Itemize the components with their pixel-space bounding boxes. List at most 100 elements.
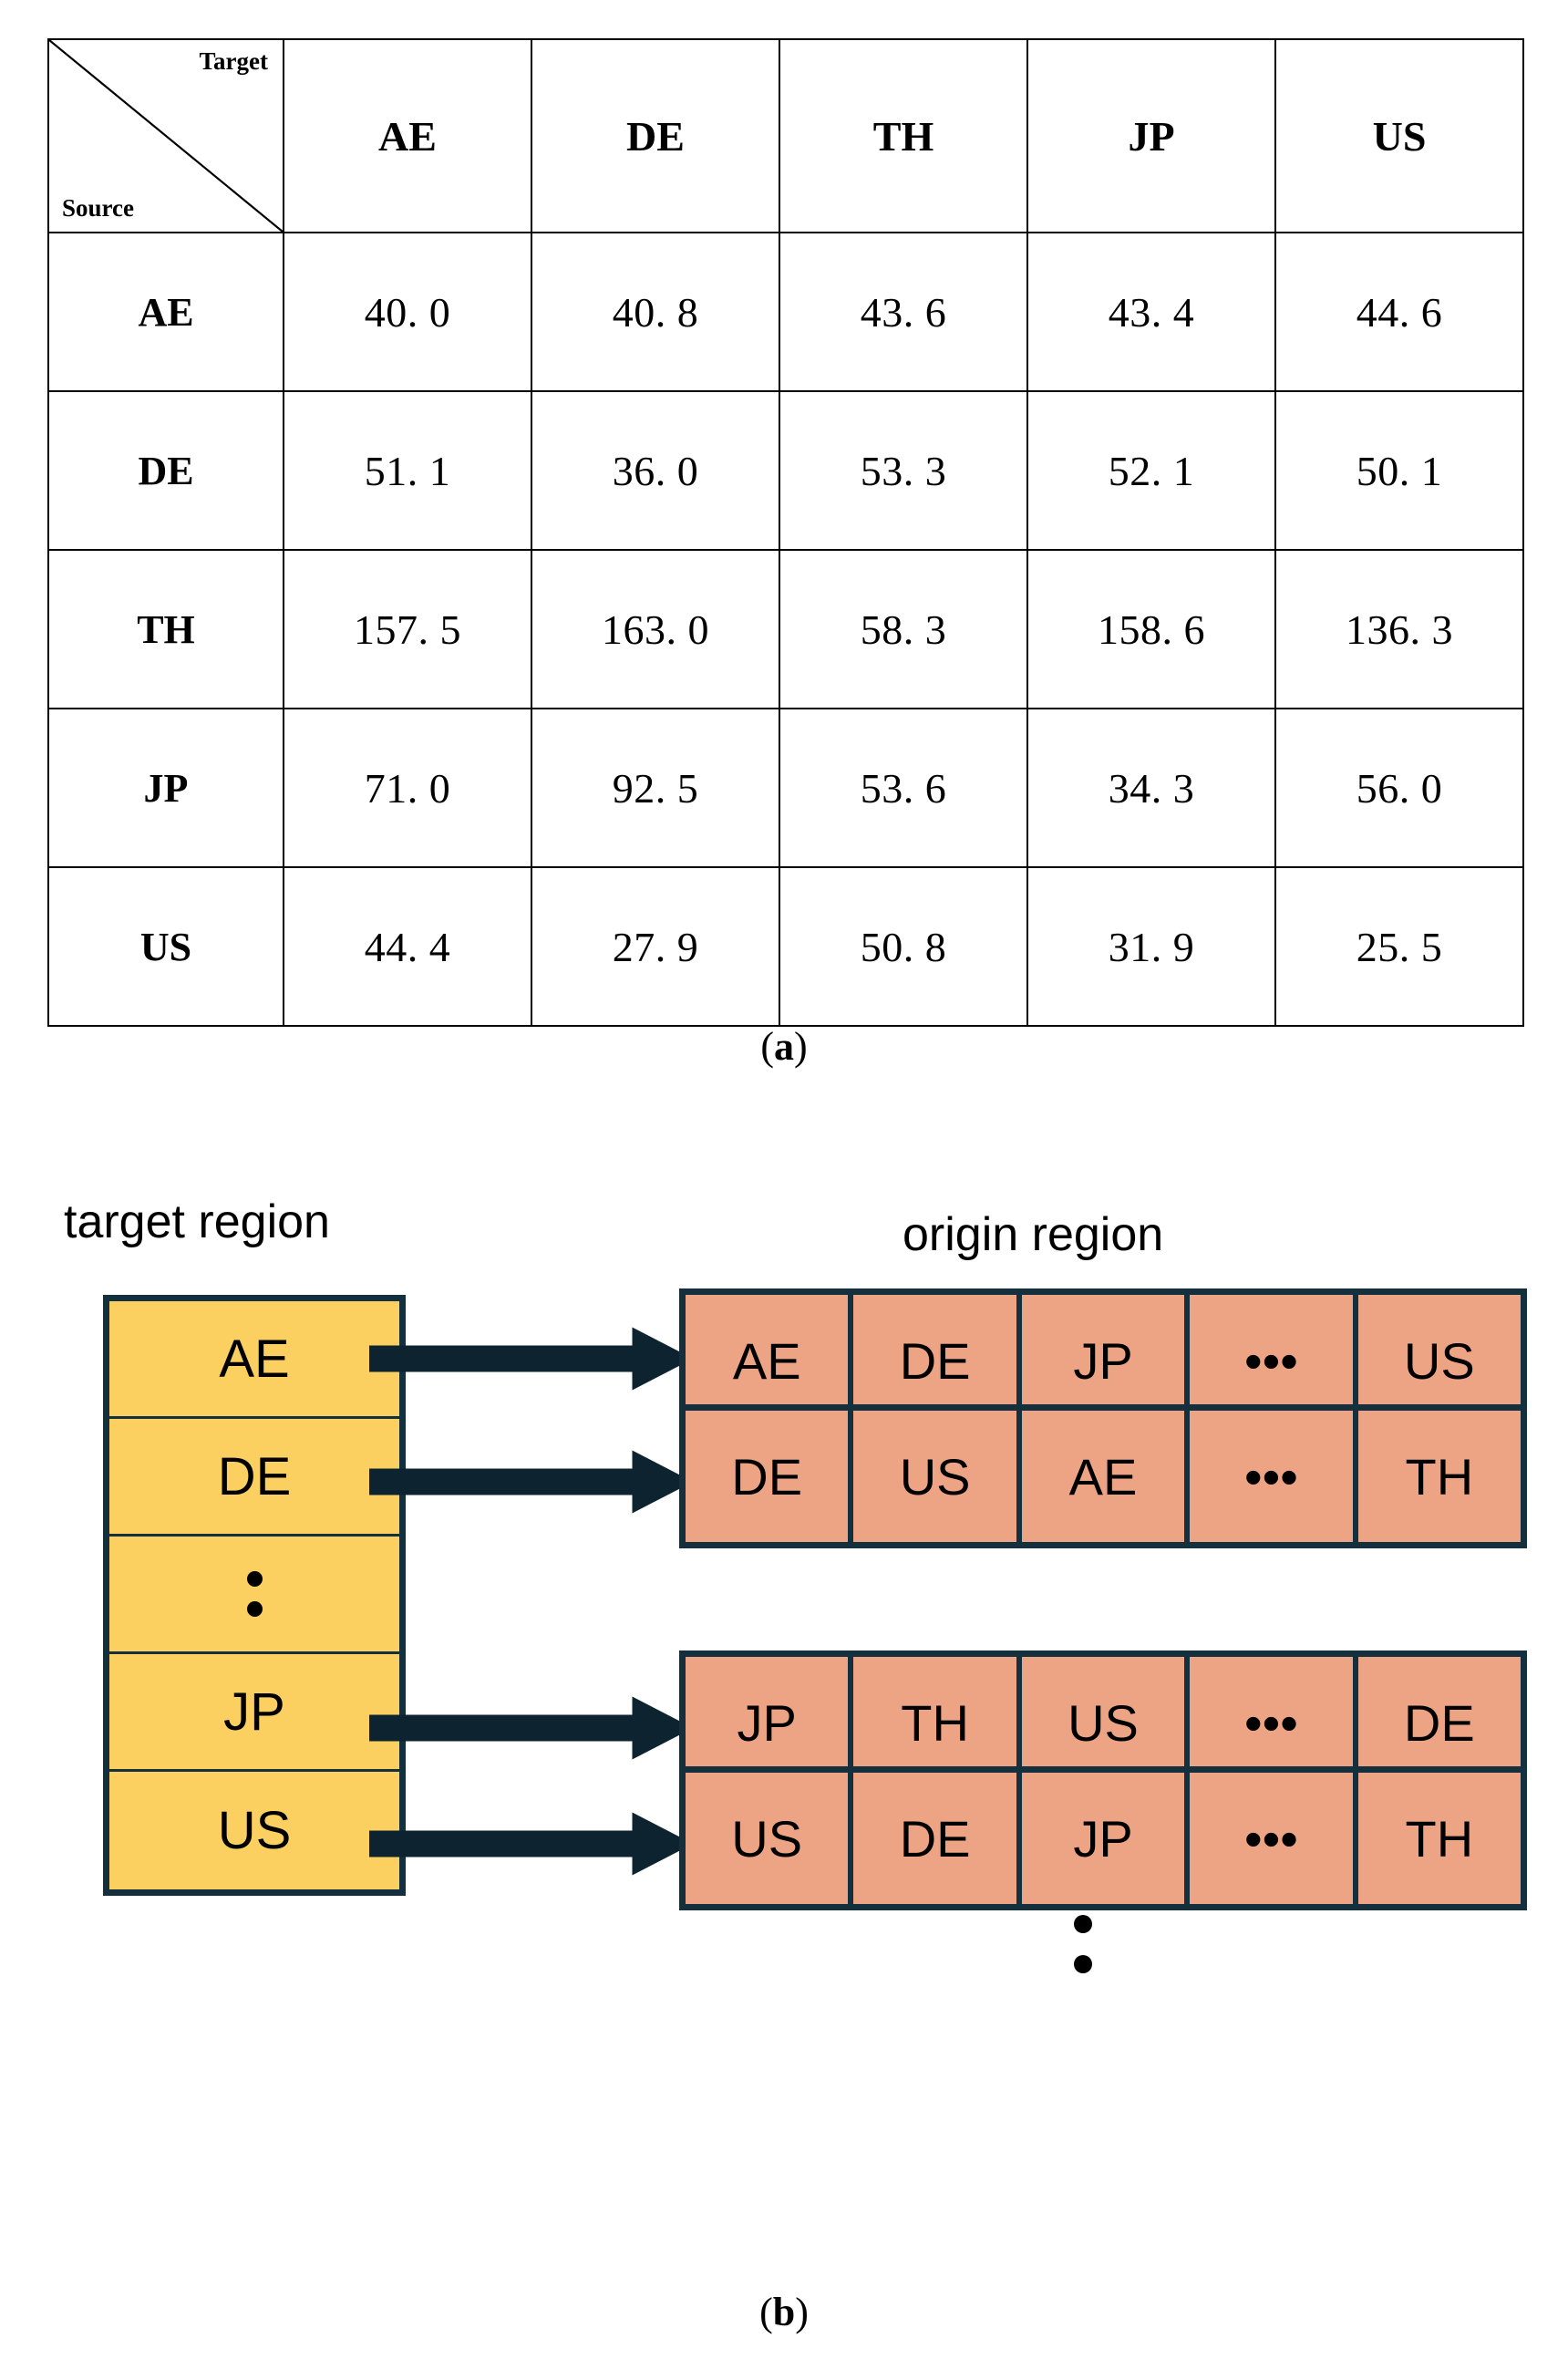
target-cell-us[interactable]: US bbox=[109, 1772, 399, 1889]
target-cell-de[interactable]: DE bbox=[109, 1419, 399, 1537]
row-header-ae: AE bbox=[47, 232, 284, 392]
ellipsis-dot-icon bbox=[246, 1571, 263, 1587]
column-header-us: US bbox=[1274, 38, 1524, 233]
cell-de-th: 53. 3 bbox=[779, 390, 1028, 551]
column-header-jp: JP bbox=[1026, 38, 1276, 233]
cell-de-us: 50. 1 bbox=[1274, 390, 1524, 551]
origin-cell-label: US bbox=[1403, 1331, 1475, 1390]
corner-header-cell: Target Source bbox=[47, 38, 284, 233]
row-header-us: US bbox=[47, 866, 284, 1027]
cell-jp-jp: 34. 3 bbox=[1026, 708, 1276, 868]
panel-b-caption: (b) bbox=[0, 2289, 1568, 2335]
cell-ae-de: 40. 8 bbox=[531, 232, 780, 392]
table-row: AE 40. 0 40. 8 43. 6 43. 4 44. 6 bbox=[47, 232, 1524, 392]
cell-th-de: 163. 0 bbox=[531, 549, 780, 709]
target-region-column: AE DE JP US bbox=[103, 1295, 406, 1896]
origin-cell-label: ••• bbox=[1244, 1331, 1298, 1390]
origin-cell[interactable]: JP bbox=[1021, 1773, 1191, 1904]
origin-cell-label: DE bbox=[731, 1447, 803, 1506]
target-cell-de-label: DE bbox=[217, 1446, 292, 1506]
column-header-ae: AE bbox=[283, 38, 532, 233]
origin-cell[interactable]: TH bbox=[1357, 1773, 1522, 1904]
ellipsis-dot-icon bbox=[1074, 1955, 1092, 1973]
cell-us-jp: 31. 9 bbox=[1026, 866, 1276, 1027]
target-cell-ae[interactable]: AE bbox=[109, 1301, 399, 1419]
caption-a-paren-close: ) bbox=[794, 1024, 808, 1069]
origin-cell[interactable]: US bbox=[853, 1411, 1022, 1542]
cell-jp-de: 92. 5 bbox=[531, 708, 780, 868]
row-header-th: TH bbox=[47, 549, 284, 709]
cell-jp-us: 56. 0 bbox=[1274, 708, 1524, 868]
ellipsis-dot-icon bbox=[246, 1601, 263, 1617]
origin-cell[interactable]: DE bbox=[853, 1773, 1022, 1904]
table-row: US 44. 4 27. 9 50. 8 31. 9 25. 5 bbox=[47, 866, 1524, 1027]
target-cell-jp-label: JP bbox=[223, 1682, 285, 1742]
panel-a-caption: (a) bbox=[0, 1023, 1568, 1070]
source-axis-label: Source bbox=[62, 194, 134, 222]
arrow-de-icon bbox=[369, 1450, 694, 1514]
cell-ae-th: 43. 6 bbox=[779, 232, 1028, 392]
cell-ae-us: 44. 6 bbox=[1274, 232, 1524, 392]
cell-jp-ae: 71. 0 bbox=[283, 708, 532, 868]
origin-cell-label: US bbox=[899, 1447, 971, 1506]
ellipsis-dot-icon bbox=[1074, 1915, 1092, 1933]
caption-a-letter: a bbox=[774, 1024, 794, 1069]
origin-cell-label: DE bbox=[899, 1331, 971, 1390]
caption-b-letter: b bbox=[772, 2290, 796, 2334]
column-header-de: DE bbox=[531, 38, 780, 233]
caption-b-paren-close: ) bbox=[795, 2290, 809, 2334]
arrow-us-icon bbox=[369, 1812, 694, 1876]
origin-cell-label: ••• bbox=[1244, 1809, 1298, 1868]
origin-cell[interactable]: TH bbox=[1357, 1411, 1522, 1542]
origin-cell-label: TH bbox=[1405, 1809, 1474, 1868]
cell-ae-ae: 40. 0 bbox=[283, 232, 532, 392]
source-target-matrix: Target Source AE DE TH JP US AE 40. 0 40… bbox=[47, 38, 1524, 1027]
origin-row-de: DE US AE ••• TH bbox=[679, 1404, 1527, 1548]
panel-b-diagram: target region origin region AE DE JP US … bbox=[0, 1195, 1568, 2271]
origin-cell-label: JP bbox=[1073, 1331, 1133, 1390]
cell-de-ae: 51. 1 bbox=[283, 390, 532, 551]
origin-cell-label: JP bbox=[1073, 1809, 1133, 1868]
column-header-th: TH bbox=[779, 38, 1028, 233]
cell-th-th: 58. 3 bbox=[779, 549, 1028, 709]
target-axis-label: Target bbox=[199, 47, 269, 75]
target-region-label: target region bbox=[64, 1195, 330, 1248]
origin-cell[interactable]: US bbox=[686, 1773, 854, 1904]
origin-cell-label: ••• bbox=[1244, 1447, 1298, 1506]
cell-de-jp: 52. 1 bbox=[1026, 390, 1276, 551]
target-cell-jp[interactable]: JP bbox=[109, 1654, 399, 1772]
origin-region-label: origin region bbox=[903, 1208, 1164, 1261]
origin-cell-ellipsis: ••• bbox=[1190, 1411, 1358, 1542]
cell-jp-th: 53. 6 bbox=[779, 708, 1028, 868]
origin-cell[interactable]: AE bbox=[1021, 1411, 1191, 1542]
target-cell-us-label: US bbox=[217, 1801, 292, 1860]
origin-row-us: US DE JP ••• TH bbox=[679, 1766, 1527, 1910]
panel-a-matrix-table: Target Source AE DE TH JP US AE 40. 0 40… bbox=[47, 38, 1524, 1027]
origin-cell-label: JP bbox=[737, 1693, 797, 1752]
arrow-ae-icon bbox=[369, 1327, 694, 1391]
cell-ae-jp: 43. 4 bbox=[1026, 232, 1276, 392]
table-row: TH 157. 5 163. 0 58. 3 158. 6 136. 3 bbox=[47, 549, 1524, 709]
origin-cell-label: AE bbox=[732, 1331, 801, 1390]
cell-de-de: 36. 0 bbox=[531, 390, 780, 551]
origin-cell-label: US bbox=[731, 1809, 803, 1868]
origin-cell[interactable]: DE bbox=[686, 1411, 854, 1542]
origin-cell-label: AE bbox=[1068, 1447, 1138, 1506]
origin-cell-ellipsis: ••• bbox=[1190, 1773, 1358, 1904]
cell-th-jp: 158. 6 bbox=[1026, 549, 1276, 709]
cell-us-ae: 44. 4 bbox=[283, 866, 532, 1027]
origin-cell-label: TH bbox=[1405, 1447, 1474, 1506]
row-header-jp: JP bbox=[47, 708, 284, 868]
origin-cell-label: DE bbox=[1403, 1693, 1475, 1752]
cell-us-us: 25. 5 bbox=[1274, 866, 1524, 1027]
caption-b-paren-open: ( bbox=[759, 2290, 773, 2334]
target-cell-ae-label: AE bbox=[219, 1329, 290, 1389]
origin-cell-label: TH bbox=[901, 1693, 969, 1752]
origin-cell-label: DE bbox=[899, 1809, 971, 1868]
origin-cell-label: ••• bbox=[1244, 1693, 1298, 1752]
target-cell-ellipsis bbox=[109, 1537, 399, 1654]
origin-cell-label: US bbox=[1068, 1693, 1139, 1752]
table-row: DE 51. 1 36. 0 53. 3 52. 1 50. 1 bbox=[47, 390, 1524, 551]
cell-us-th: 50. 8 bbox=[779, 866, 1028, 1027]
table-row: JP 71. 0 92. 5 53. 6 34. 3 56. 0 bbox=[47, 708, 1524, 868]
